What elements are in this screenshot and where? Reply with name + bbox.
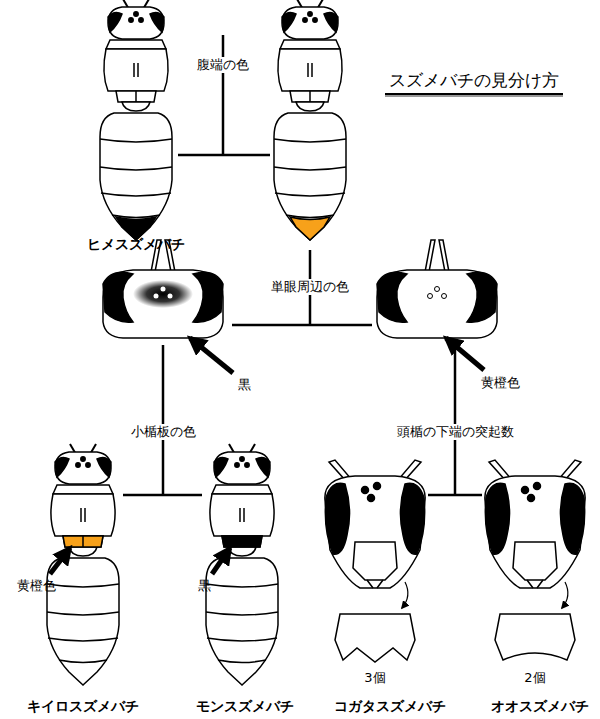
head-dorsal-orange	[377, 240, 497, 338]
count-label: 3個	[364, 670, 385, 686]
species-name: コガタスズメバチ	[334, 698, 446, 714]
pointer-arrow	[50, 548, 230, 574]
callout-label: 黄橙色	[17, 578, 56, 594]
callout-label: 黒	[238, 377, 251, 393]
head-dorsal-black	[103, 240, 223, 338]
detail-arrow	[402, 582, 568, 608]
species-name: オオスズメバチ	[491, 698, 589, 714]
species-name: キイロスズメバチ	[27, 698, 139, 714]
clypeus-outline	[335, 614, 575, 662]
key-criterion: 頭楯の下端の突起数	[394, 424, 517, 440]
species-name: モンスズメバチ	[196, 698, 294, 714]
wasp-orange-scutellum	[47, 444, 119, 685]
head-front	[485, 460, 585, 588]
count-label: 2個	[524, 670, 545, 686]
page-title: スズメバチの見分け方	[385, 70, 563, 95]
key-criterion: 腹端の色	[194, 57, 252, 73]
callout-label: 黒	[198, 578, 211, 594]
wasp-black-tip	[100, 0, 172, 240]
key-criterion: 小楯板の色	[128, 424, 199, 440]
wasp-orange-tip	[274, 0, 346, 240]
head-front	[325, 460, 425, 588]
species-name: ヒメスズメバチ	[87, 236, 185, 252]
pointer-arrow	[190, 338, 484, 373]
key-criterion: 単眼周辺の色	[268, 279, 352, 295]
wasp-black-scutellum	[206, 444, 278, 685]
callout-label: 黄橙色	[481, 375, 520, 391]
